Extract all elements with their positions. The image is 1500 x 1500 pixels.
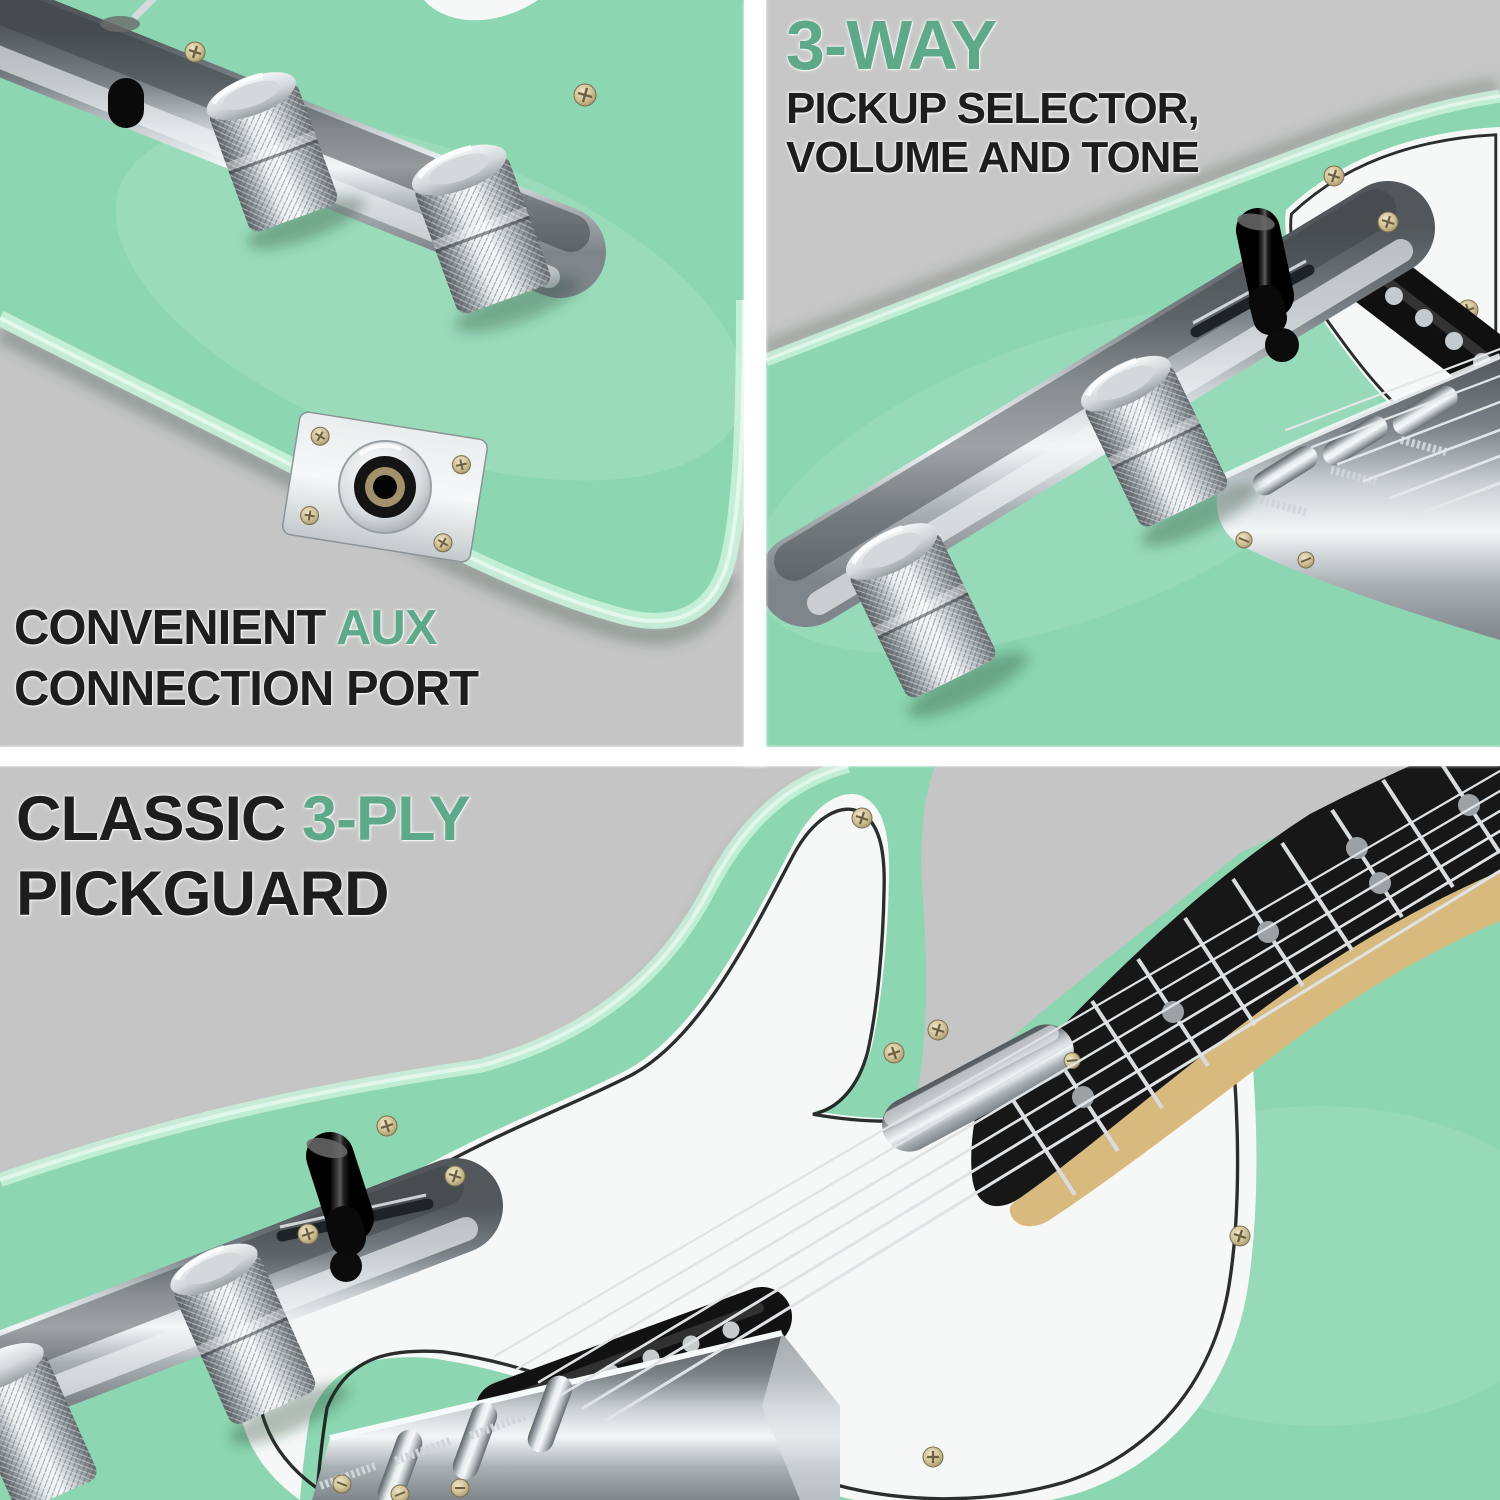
body-shadow (766, 78, 1499, 358)
panel-divider-vertical (744, 0, 766, 766)
pickguard-photo (0, 766, 1500, 1500)
saddle-spring (1399, 436, 1448, 456)
knurled-knob-partial (0, 1342, 97, 1500)
plate-screw (444, 1165, 466, 1187)
panel-aux-port: CONVENIENT AUX CONNECTION PORT (0, 0, 745, 748)
bridge-screw (332, 1474, 352, 1494)
selector-switch (1236, 208, 1299, 362)
tone-knob (411, 144, 580, 333)
panel-divider-horizontal (0, 747, 1500, 766)
jack-screw (310, 426, 330, 446)
strings (1284, 347, 1500, 517)
tone-knob (1080, 355, 1259, 547)
fretboard (971, 766, 1500, 1206)
pickguard-caption-black: CLASSIC (16, 784, 303, 854)
controls-caption-line3: VOLUME AND TONE (786, 133, 1200, 182)
pickguard-caption-line1: CLASSIC 3-PLY (16, 782, 471, 857)
saddle (1252, 445, 1318, 496)
neck (971, 766, 1500, 1227)
bridge-screw (1297, 551, 1315, 569)
selector-switch (306, 1132, 374, 1282)
pickguard-caption: CLASSIC 3-PLY PICKGUARD (16, 782, 471, 932)
controls-photo (766, 0, 1500, 748)
aux-caption-black: CONVENIENT (14, 601, 337, 655)
controls-caption-line2: PICKUP SELECTOR, (786, 84, 1200, 133)
bridge (312, 1330, 840, 1500)
pickguard-sliver (424, 0, 538, 21)
saddle-spring (468, 1412, 527, 1440)
panel-controls: 3-WAY PICKUP SELECTOR, VOLUME AND TONE (766, 0, 1500, 748)
aux-caption-line1: CONVENIENT AUX (14, 598, 478, 659)
selector-switch (100, 0, 157, 128)
pickguard-screw (922, 1446, 944, 1468)
saddle (1322, 415, 1388, 466)
neck-pickup (882, 1024, 1081, 1152)
volume-knob (846, 523, 1028, 718)
plate-screw (1377, 211, 1399, 233)
plate-screw (297, 1223, 319, 1245)
saddle-spring (318, 1462, 377, 1490)
pickguard-caption-line2: PICKGUARD (16, 859, 390, 929)
pickup-screw (1063, 1052, 1081, 1070)
aux-caption-green: AUX (336, 601, 437, 655)
volume-knob (206, 72, 365, 250)
bridge-screw (1235, 531, 1253, 549)
neck-wood (1009, 871, 1500, 1227)
pickguard-screw (927, 1019, 949, 1041)
jack-screw (451, 455, 471, 475)
aux-caption-line2: CONNECTION PORT (14, 662, 479, 716)
saddle-spring (1259, 496, 1308, 516)
aux-photo (0, 0, 745, 748)
body-shadow (0, 323, 738, 645)
saddle-spring (393, 1437, 452, 1465)
jack-screw (300, 506, 320, 526)
controls-caption-headline: 3-WAY (786, 6, 997, 84)
controls-caption: 3-WAY PICKUP SELECTOR, VOLUME AND TONE (786, 6, 1200, 182)
bridge-screw (450, 1478, 470, 1498)
pickguard-screw (1229, 1225, 1251, 1247)
plate-screw (184, 41, 206, 63)
pickguard-caption-green: 3-PLY (302, 784, 471, 854)
saddle (452, 1402, 498, 1480)
pickguard-screw (883, 1042, 905, 1064)
saddle (377, 1429, 423, 1500)
knurled-knob (170, 1243, 349, 1445)
pickguard-screw (376, 1115, 398, 1137)
panel-pickguard: CLASSIC 3-PLY PICKGUARD (0, 766, 1500, 1500)
bridge-screw (390, 1484, 410, 1500)
body-screw (573, 83, 597, 107)
output-jack (338, 440, 432, 534)
strings (493, 769, 1500, 1423)
pickguard-screw (1323, 165, 1345, 187)
background-field (918, 766, 1430, 1088)
pickguard-screw (851, 807, 873, 829)
aux-caption: CONVENIENT AUX CONNECTION PORT (14, 598, 479, 720)
jack-plate (282, 411, 488, 563)
jack-screw (433, 533, 453, 553)
